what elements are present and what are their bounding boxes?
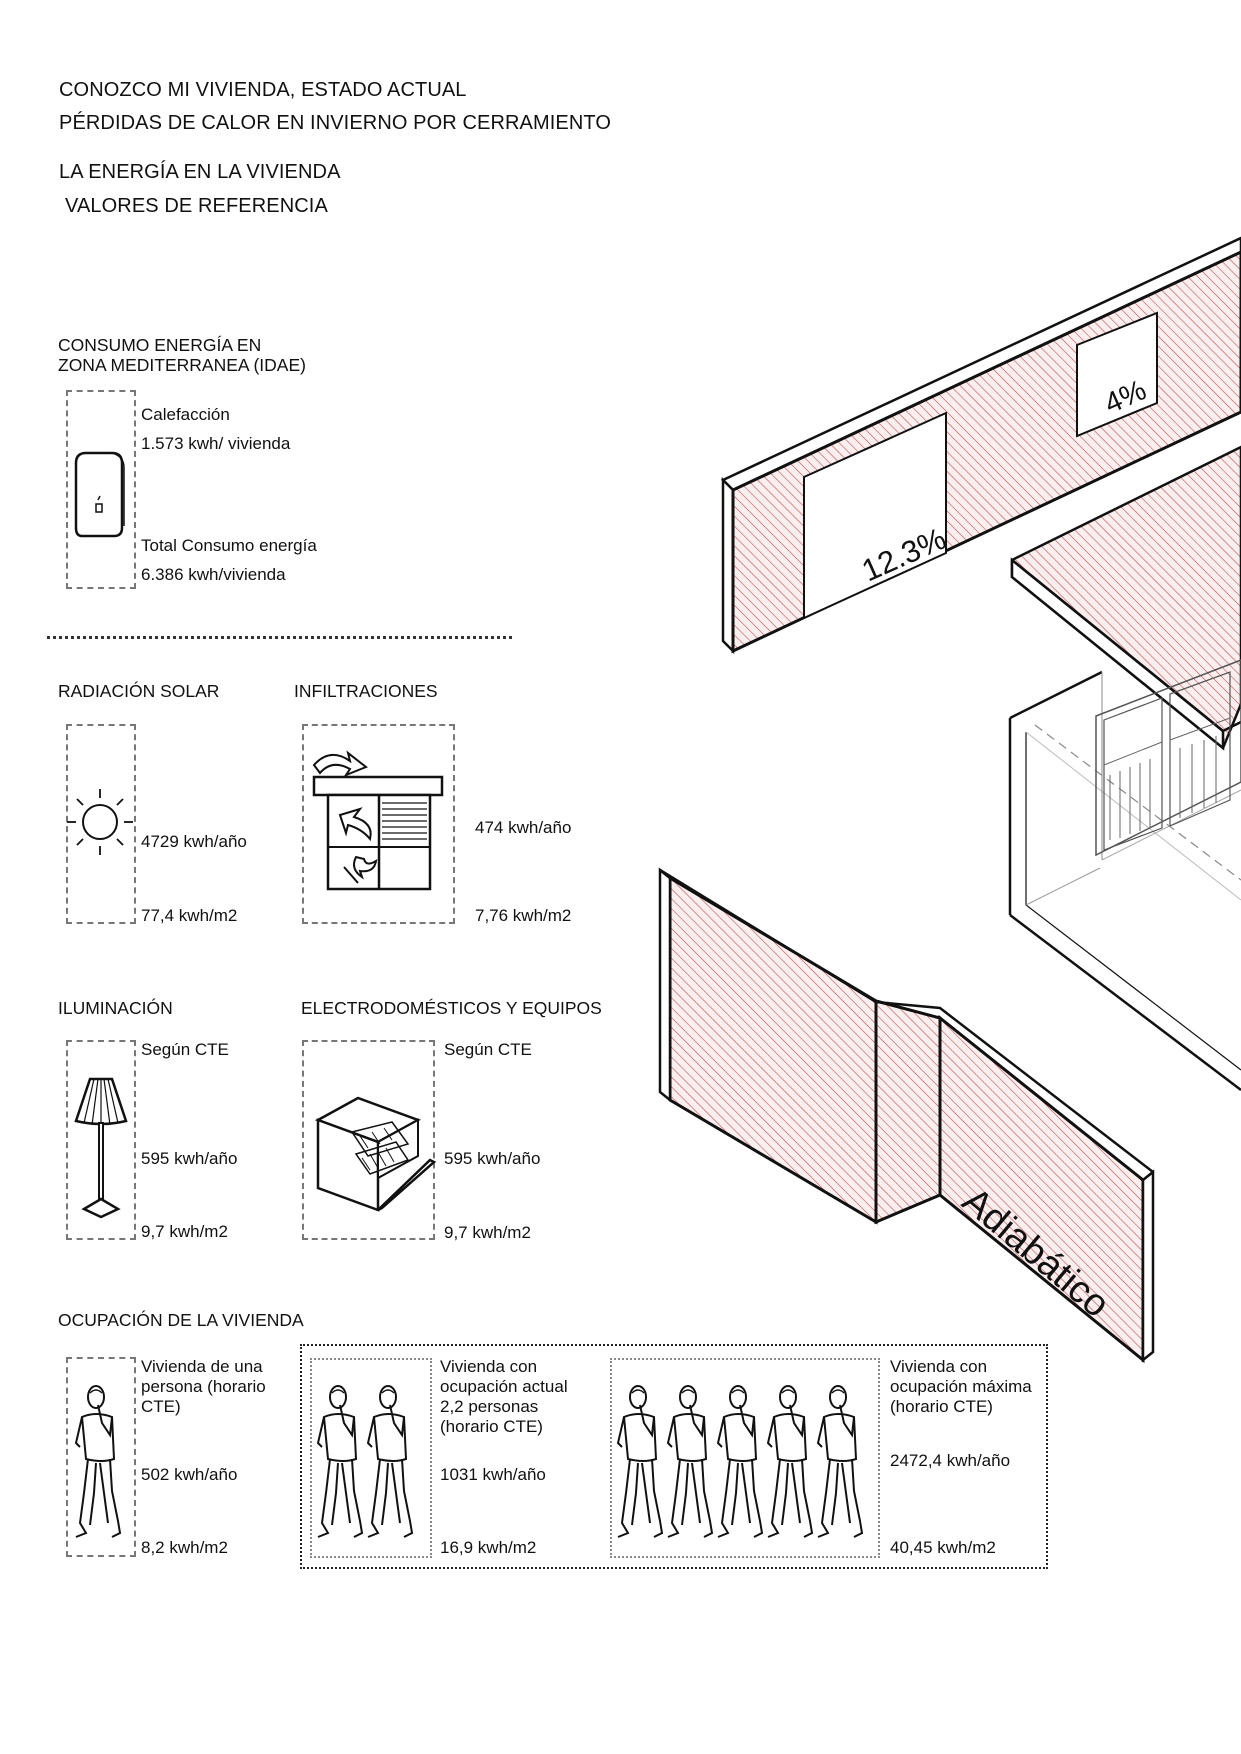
upper-wall (720, 236, 1241, 655)
person-icon (716, 1385, 764, 1538)
infiltraciones-title: INFILTRACIONES (294, 681, 438, 701)
person-icon (316, 1385, 364, 1538)
person-icon (616, 1385, 664, 1538)
header-title-line2: PÉRDIDAS DE CALOR EN INVIERNO POR CERRAM… (59, 112, 611, 134)
ocupacion-actual-label: Vivienda con ocupación actual 2,2 person… (440, 1357, 568, 1436)
window-large (803, 411, 947, 620)
ocupacion-actual-value2: 16,9 kwh/m2 (440, 1538, 537, 1557)
water-heater-icon (74, 451, 125, 538)
people-actual-group (314, 1383, 414, 1548)
room-box (1008, 659, 1241, 1091)
iluminacion-value1: 595 kwh/año (141, 1149, 238, 1168)
ocupacion-maxima-label: Vivienda con ocupación máxima (horario C… (890, 1357, 1032, 1416)
person-icon (74, 1385, 122, 1538)
radiacion-value2: 77,4 kwh/m2 (141, 906, 238, 925)
sun-icon (67, 789, 133, 855)
person-icon (366, 1385, 414, 1538)
person-icon (816, 1385, 864, 1538)
header-title-line4: VALORES DE REFERENCIA (65, 195, 328, 217)
ocupacion-actual-value1: 1031 kwh/año (440, 1465, 546, 1484)
heating-label: Calefacción (141, 405, 230, 424)
section-divider (47, 636, 512, 639)
header-title-line1: CONOZCO MI VIVIENDA, ESTADO ACTUAL (59, 79, 467, 101)
radiacion-icon-box (66, 724, 136, 924)
consumo-title-line1: CONSUMO ENERGÍA EN (58, 335, 262, 355)
total-consumption-label: Total Consumo energía (141, 536, 317, 555)
radiacion-value1: 4729 kwh/año (141, 832, 247, 851)
iluminacion-value2: 9,7 kwh/m2 (141, 1222, 228, 1241)
ocupacion-actual-box (310, 1358, 432, 1558)
dishwasher-icon (314, 1096, 437, 1212)
ocupacion-compare-box (300, 1344, 1048, 1569)
ocupacion-single-value1: 502 kwh/año (141, 1465, 238, 1484)
electro-title: ELECTRODOMÉSTICOS Y EQUIPOS (301, 998, 602, 1018)
window-airflow-icon (312, 750, 444, 891)
iluminacion-icon-box (66, 1040, 136, 1240)
ocupacion-single-value2: 8,2 kwh/m2 (141, 1538, 228, 1557)
ocupacion-maxima-value2: 40,45 kwh/m2 (890, 1538, 996, 1557)
people-single-group (72, 1383, 122, 1548)
iluminacion-note: Según CTE (141, 1040, 229, 1059)
adiabatic-wall (658, 867, 1155, 1364)
infiltraciones-value2: 7,76 kwh/m2 (475, 906, 572, 925)
electro-value2: 9,7 kwh/m2 (444, 1223, 531, 1242)
infiltraciones-value1: 474 kwh/año (475, 818, 572, 837)
header-title-line3: LA ENERGÍA EN LA VIVIENDA (59, 161, 341, 183)
ocupacion-maxima-value1: 2472,4 kwh/año (890, 1451, 1011, 1470)
electro-note: Según CTE (444, 1040, 532, 1059)
electro-value1: 595 kwh/año (444, 1149, 541, 1168)
iluminacion-title: ILUMINACIÓN (58, 998, 173, 1018)
consumo-title-line2: ZONA MEDITERRANEA (IDAE) (58, 355, 306, 375)
ocupacion-single-label: Vivienda de una persona (horario CTE) (141, 1357, 266, 1416)
ocupacion-single-box (66, 1357, 136, 1557)
people-maxima-group (614, 1383, 864, 1548)
radiacion-title: RADIACIÓN SOLAR (58, 681, 220, 701)
ocupacion-maxima-box (610, 1358, 880, 1558)
person-icon (666, 1385, 714, 1538)
electro-icon-box (302, 1040, 435, 1240)
heating-value: 1.573 kwh/ vivienda (141, 434, 291, 453)
window-small (1076, 311, 1158, 438)
consumo-icon-box (66, 390, 136, 589)
infiltraciones-icon-box (302, 724, 455, 924)
floor-lamp-icon (74, 1077, 128, 1219)
total-consumption-value: 6.386 kwh/vivienda (141, 565, 286, 584)
person-icon (766, 1385, 814, 1538)
ocupacion-title: OCUPACIÓN DE LA VIVIENDA (58, 1310, 304, 1330)
